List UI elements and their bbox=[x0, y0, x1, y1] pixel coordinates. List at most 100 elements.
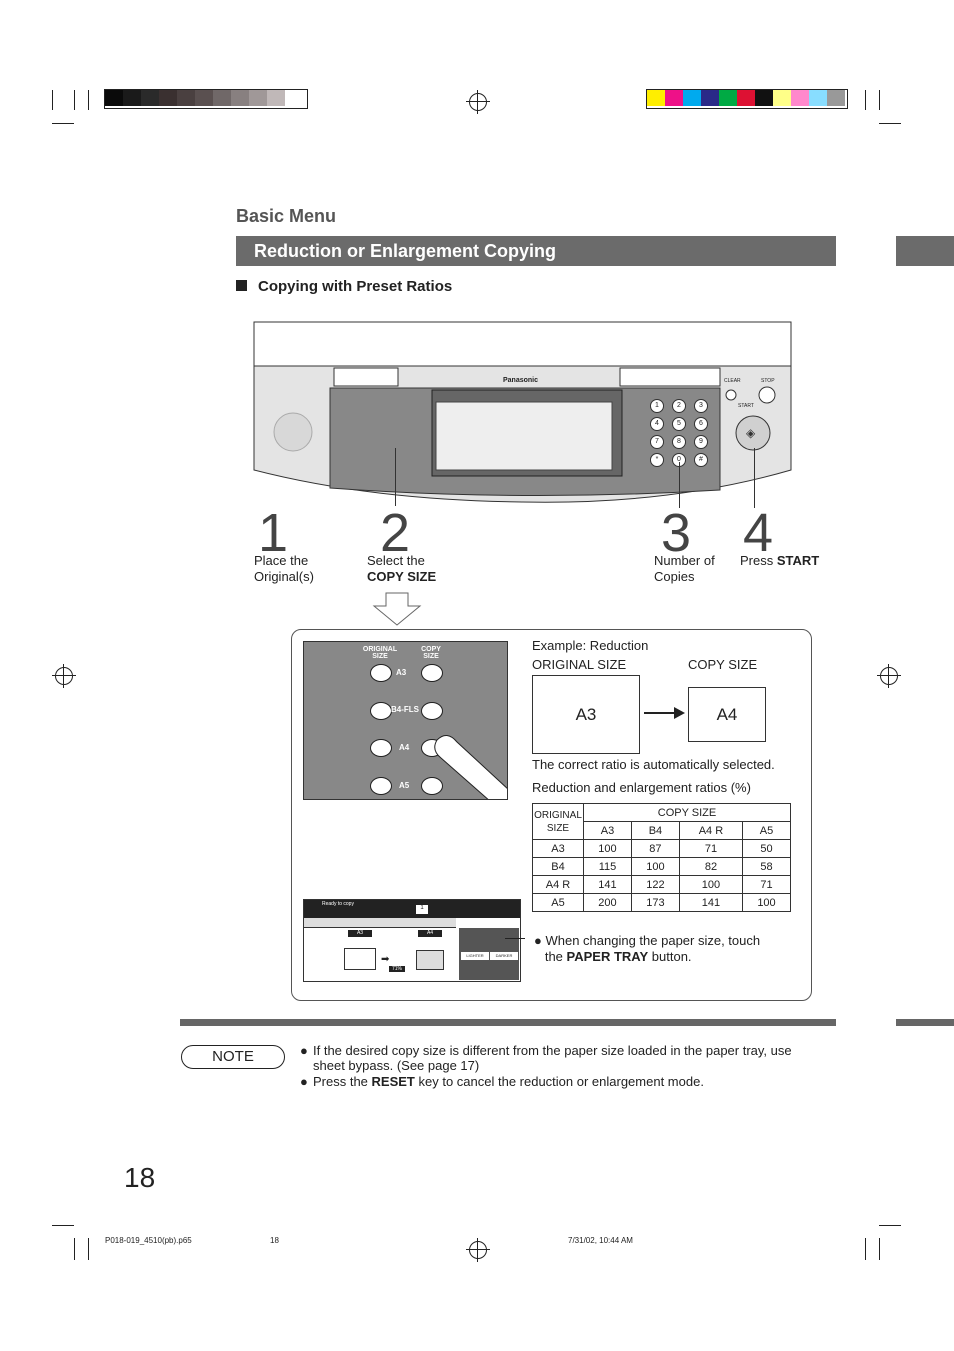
column-header: A4 R bbox=[678, 821, 744, 840]
step-4-number: 4 bbox=[743, 503, 774, 563]
table-caption: Reduction and enlargement ratios (%) bbox=[532, 780, 751, 795]
note-item: ●If the desired copy size is different f… bbox=[300, 1043, 792, 1073]
table-header: COPY SIZE bbox=[583, 803, 791, 822]
key-8-icon[interactable]: 8 bbox=[672, 435, 686, 449]
section-heading: Basic Menu bbox=[236, 206, 337, 226]
step-3-number: 3 bbox=[661, 503, 692, 563]
page-title: Reduction or Enlargement Copying bbox=[254, 241, 557, 261]
example-original-label: ORIGINAL SIZE bbox=[532, 657, 627, 672]
darker-button[interactable]: DARKER bbox=[490, 952, 518, 960]
touch-screen-mockup: Ready to copy 1 A3 A4 ➡ 71% LIGHTER DARK… bbox=[303, 899, 521, 982]
key-7-icon[interactable]: 7 bbox=[650, 435, 664, 449]
page-number: 18 bbox=[124, 1162, 156, 1193]
original-size-button[interactable] bbox=[370, 664, 392, 682]
crop-mark bbox=[88, 1238, 89, 1260]
screen-copy-size: A4 bbox=[418, 930, 442, 937]
crop-mark bbox=[865, 90, 866, 110]
step-1-number: 1 bbox=[258, 503, 289, 563]
brand-logo: Panasonic bbox=[503, 377, 539, 384]
crop-mark bbox=[74, 1238, 75, 1260]
screen-ratio: 71% bbox=[389, 966, 405, 972]
registration-mark bbox=[877, 664, 901, 688]
step-2-number: 2 bbox=[380, 503, 411, 563]
original-size-button[interactable] bbox=[370, 739, 392, 757]
screen-status-bar bbox=[304, 900, 520, 918]
footer-page: 18 bbox=[270, 1236, 279, 1245]
column-header: A3 bbox=[583, 821, 632, 840]
column-header: A5 bbox=[742, 821, 791, 840]
start-label: START bbox=[738, 403, 754, 409]
key-1-icon[interactable]: 1 bbox=[650, 399, 664, 413]
leader-line bbox=[505, 938, 525, 939]
bullet-square bbox=[236, 280, 247, 291]
lighter-button[interactable]: LIGHTER bbox=[461, 952, 489, 960]
arrow-icon: ➡ bbox=[381, 954, 390, 965]
side-separator bbox=[896, 1019, 954, 1026]
size-label: B4-FLS bbox=[391, 705, 419, 714]
leader-line bbox=[754, 448, 755, 508]
size-label: A3 bbox=[396, 668, 407, 677]
crop-mark bbox=[879, 123, 901, 124]
screen-count: 1 bbox=[416, 905, 428, 914]
size-label: A4 bbox=[399, 743, 410, 752]
leader-line bbox=[395, 448, 396, 506]
screen-orig-size: A3 bbox=[348, 930, 372, 937]
crop-mark bbox=[52, 123, 74, 124]
key-hash-icon[interactable]: # bbox=[694, 453, 708, 467]
copy-size-button[interactable] bbox=[421, 777, 443, 795]
start-icon[interactable]: ◈ bbox=[746, 426, 756, 440]
registration-mark bbox=[466, 90, 490, 114]
color-bar bbox=[646, 89, 848, 109]
copy-size-button[interactable] bbox=[421, 664, 443, 682]
footer-date: 7/31/02, 10:44 AM bbox=[568, 1236, 633, 1245]
note-label: NOTE bbox=[181, 1045, 285, 1069]
key-6-icon[interactable]: 6 bbox=[694, 417, 708, 431]
key-3-icon[interactable]: 3 bbox=[694, 399, 708, 413]
note-item: ●Press the RESET key to cancel the reduc… bbox=[300, 1074, 704, 1089]
title-bar: Reduction or Enlargement Copying bbox=[236, 236, 836, 266]
subtitle: Copying with Preset Ratios bbox=[258, 278, 453, 295]
key-4-icon[interactable]: 4 bbox=[650, 417, 664, 431]
leader-line bbox=[679, 462, 680, 508]
detail-box bbox=[291, 629, 812, 1001]
separator-bar bbox=[180, 1019, 836, 1026]
screen-status: Ready to copy bbox=[322, 901, 354, 907]
original-size-button[interactable] bbox=[370, 702, 392, 720]
clear-label: CLEAR bbox=[724, 378, 741, 384]
key-2-icon[interactable]: 2 bbox=[672, 399, 686, 413]
finger-pointer-icon bbox=[434, 735, 507, 799]
example-original-box: A3 bbox=[532, 675, 640, 754]
crop-mark bbox=[865, 1238, 866, 1260]
size-label: A5 bbox=[399, 781, 410, 790]
side-tab bbox=[896, 236, 954, 266]
copier-panel-illustration bbox=[253, 321, 792, 503]
crop-mark bbox=[74, 90, 75, 110]
example-heading: Example: Reduction bbox=[532, 638, 649, 653]
crop-mark bbox=[879, 90, 880, 110]
key-9-icon[interactable]: 9 bbox=[694, 435, 708, 449]
footer-file: P018-019_4510(pb).p65 bbox=[105, 1236, 192, 1245]
copy-size-label: COPY SIZE bbox=[421, 646, 441, 660]
original-size-button[interactable] bbox=[370, 777, 392, 795]
registration-mark bbox=[52, 664, 76, 688]
key-5-icon[interactable]: 5 bbox=[672, 417, 686, 431]
right-arrow-icon bbox=[644, 707, 685, 719]
original-size-label: ORIGINAL SIZE bbox=[362, 646, 398, 660]
step-4-text: Press START bbox=[740, 553, 820, 568]
screen-tabs[interactable] bbox=[304, 918, 456, 928]
key-star-icon[interactable]: * bbox=[650, 453, 664, 467]
copy-size-button[interactable] bbox=[421, 702, 443, 720]
example-copy-label: COPY SIZE bbox=[688, 657, 758, 672]
example-note: The correct ratio is automatically selec… bbox=[532, 757, 775, 772]
document-icon bbox=[344, 948, 376, 970]
size-key-panel: ORIGINAL SIZE COPY SIZE A3 B4-FLS A4 A5 bbox=[303, 641, 508, 800]
paper-tray-note: ● When changing the paper size, touch th… bbox=[534, 933, 761, 964]
